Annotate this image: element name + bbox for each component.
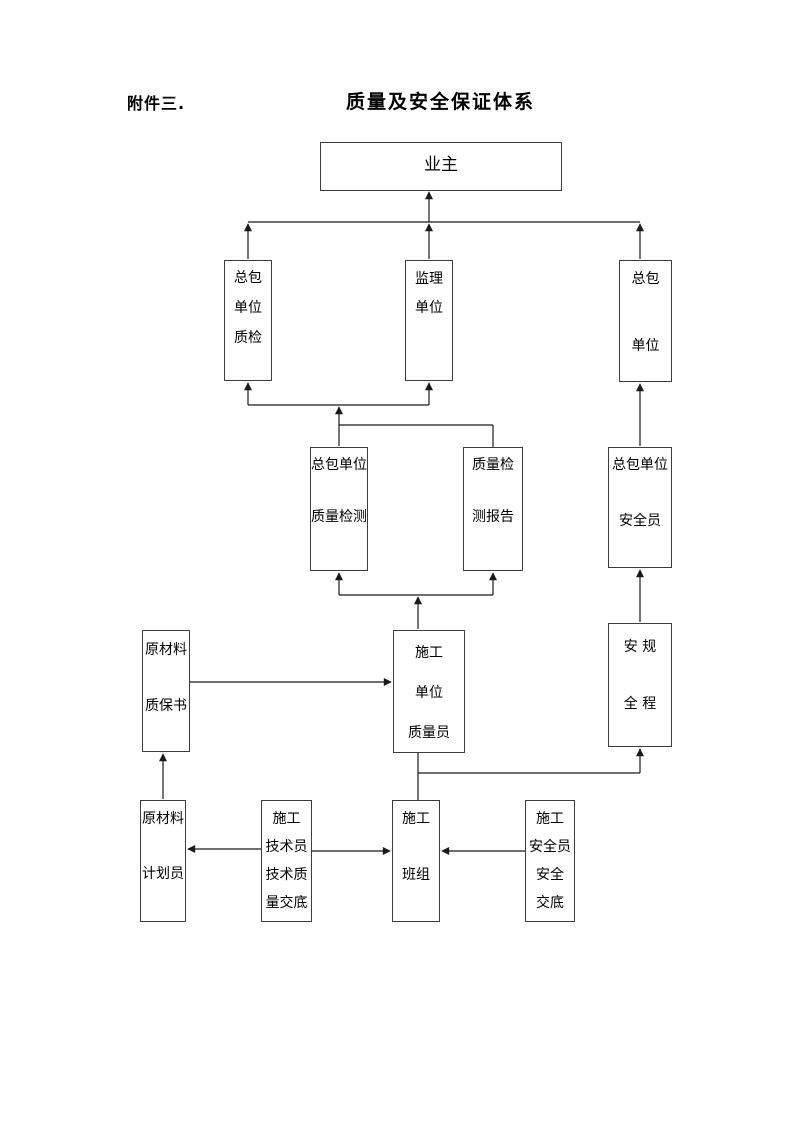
label-line: 施工 xyxy=(536,811,564,827)
box-construction-team: 施工 班组 xyxy=(392,800,440,922)
box-contractor: 总包 单位 xyxy=(619,260,672,382)
box-construction-quality-officer: 施工 单位 质量员 xyxy=(393,630,465,753)
label-line: 安 规 xyxy=(623,639,657,655)
label-line: 施工 xyxy=(415,645,443,661)
label-line: 单位 xyxy=(415,685,443,701)
label-line: 计划员 xyxy=(142,866,184,882)
box-quality-test-report: 质量检 测报告 xyxy=(463,447,523,571)
label-line: 原材料 xyxy=(142,811,184,827)
box-contractor-qc: 总包 单位 质检 xyxy=(224,260,272,381)
label-line: 施工 xyxy=(402,811,430,827)
label-line: 安全员 xyxy=(619,513,661,529)
label-line: 质量检 xyxy=(472,457,514,473)
attachment-label: 附件三. xyxy=(127,94,186,113)
page-title: 质量及安全保证体系 xyxy=(346,91,536,113)
label-line: 施工 xyxy=(272,811,301,827)
box-raw-material-planner: 原材料 计划员 xyxy=(140,800,186,922)
label-line: 质量检测 xyxy=(311,509,367,525)
box-safety-officer-disclosure: 施工 安全员 安全 交底 xyxy=(525,800,575,922)
label-line: 业主 xyxy=(424,155,458,175)
label-line: 监理 xyxy=(415,271,443,287)
label-line: 测报告 xyxy=(472,509,514,525)
label-line: 质量员 xyxy=(408,725,450,741)
box-contractor-quality-inspection: 总包单位 质量检测 xyxy=(310,447,368,571)
label-line: 量交底 xyxy=(265,895,308,911)
box-safety-regulations: 安 规 全 程 xyxy=(608,623,672,747)
label-line: 安全员 xyxy=(529,839,571,855)
label-line: 单位 xyxy=(234,300,262,316)
label-line: 全 程 xyxy=(623,696,657,712)
label-line: 质检 xyxy=(234,330,262,346)
label-line: 技术员 xyxy=(265,839,308,855)
box-technician-disclosure: 施工 技术员 技术质 量交底 xyxy=(261,800,312,922)
label-line: 班组 xyxy=(402,867,430,883)
box-supervisor: 监理 单位 xyxy=(405,260,453,381)
label-line: 原材料 xyxy=(145,642,187,658)
label-line: 总包单位 xyxy=(311,457,367,473)
label-line: 单位 xyxy=(631,338,660,354)
label-line: 安全 xyxy=(536,867,564,883)
label-line: 单位 xyxy=(415,300,443,316)
box-owner: 业主 xyxy=(320,142,562,191)
label-line: 质保书 xyxy=(145,698,187,714)
label-line: 总包 xyxy=(234,270,262,286)
box-contractor-safety-officer: 总包单位 安全员 xyxy=(608,447,672,568)
label-line: 总包单位 xyxy=(612,457,668,473)
box-raw-material-warranty: 原材料 质保书 xyxy=(142,630,190,752)
label-line: 总包 xyxy=(631,271,660,287)
label-line: 技术质 xyxy=(265,867,308,883)
label-line: 交底 xyxy=(536,895,564,911)
